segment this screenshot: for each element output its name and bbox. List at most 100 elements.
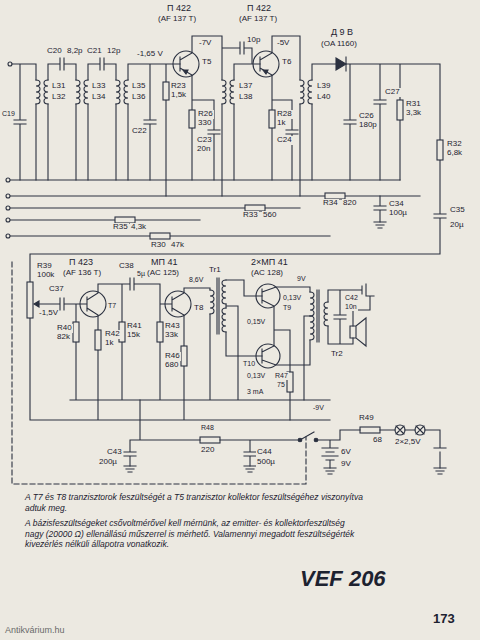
transistor-symbol: [253, 51, 279, 77]
component-label: 500µ: [256, 458, 276, 467]
component-label: МП 41: [150, 258, 178, 268]
component-label: -1,65 V: [136, 50, 164, 59]
emitter-arrow: [263, 70, 268, 74]
component-label: R39: [36, 262, 53, 271]
component-label: 6,8k: [446, 149, 463, 158]
component-label: 0,13V: [246, 372, 266, 380]
component-label: R49: [358, 414, 375, 423]
component-label: R32: [446, 140, 463, 149]
component-label: T10: [242, 360, 256, 368]
component-label: C43: [106, 448, 123, 457]
wire: [262, 284, 374, 420]
component-label: (AC 125): [146, 269, 180, 278]
diagram-title: VEF 206: [300, 566, 386, 592]
transistor-symbol: [80, 291, 106, 317]
component-label: R40: [56, 324, 73, 333]
component-label: -1,5V: [38, 309, 59, 318]
wiper-arrow: [34, 301, 39, 307]
component-label: 12p: [106, 47, 121, 56]
component-label: 1k: [104, 339, 114, 348]
component-label: 180p: [358, 121, 378, 130]
component-label: 10n: [344, 303, 358, 311]
component-label: L40: [316, 93, 331, 102]
component-label: 47k: [170, 241, 185, 250]
component-label: T8: [193, 304, 204, 313]
component-label: C37: [48, 285, 65, 294]
component-label: R26: [197, 110, 214, 119]
note-text: A bázisfeszültségeket csővoltmérővel kel…: [24, 518, 366, 550]
emitter-arrow: [183, 70, 188, 74]
component-label: 2×МП 41: [250, 258, 289, 268]
component-label: (AF 137 T): [238, 15, 278, 24]
component-label: L32: [51, 93, 66, 102]
page-number: 173: [432, 612, 456, 626]
component-label: C27: [384, 88, 401, 97]
component-label: 220: [200, 446, 215, 455]
component-label: R28: [276, 110, 293, 119]
component-label: 3 mA: [246, 388, 264, 396]
component-label: П 422: [166, 4, 192, 14]
component-label: Tr2: [330, 350, 344, 359]
component-label: T6: [281, 58, 292, 67]
lamp-symbol: [395, 425, 425, 435]
component-label: П 422: [246, 4, 272, 14]
component-label: 200µ: [98, 458, 118, 467]
transistor-symbol: [173, 51, 199, 77]
component-label: C38: [118, 262, 135, 271]
watermark: Antikvárium.hu: [4, 626, 66, 636]
component-label: -7V: [198, 39, 212, 48]
component-label: 1,5k: [170, 91, 187, 100]
component-label: 0,15V: [246, 318, 266, 326]
component-label: 5µ: [136, 270, 146, 278]
component-label: 1k: [276, 119, 286, 128]
component-label: -9V: [312, 404, 325, 412]
component-label: 10p: [246, 36, 261, 45]
resistor-symbol: [115, 82, 443, 239]
component-label: (AC 128): [250, 269, 284, 278]
component-label: L36: [131, 93, 146, 102]
wire: [30, 278, 330, 420]
component-label: C21: [86, 47, 103, 56]
wire: [10, 180, 420, 236]
component-label: R33: [242, 211, 259, 220]
component-label: T7: [107, 302, 117, 310]
component-label: 75: [276, 381, 286, 389]
component-label: 33k: [164, 331, 179, 340]
component-label: R41: [126, 322, 143, 331]
terminal: [6, 62, 12, 238]
component-label: -5V: [276, 39, 290, 48]
component-label: R23: [170, 82, 187, 91]
transistor-symbol: [256, 284, 280, 308]
coil-symbol: [36, 80, 312, 104]
diode-symbol: [336, 58, 346, 70]
wire: [124, 400, 446, 468]
component-label: C19: [1, 110, 16, 118]
component-label: 15k: [126, 331, 141, 340]
component-label: 680: [164, 361, 179, 370]
component-label: R47: [274, 372, 289, 380]
component-label: 20n: [196, 145, 211, 154]
component-label: T5: [201, 58, 212, 67]
dashed-link: [12, 262, 306, 484]
component-label: R48: [200, 424, 215, 432]
component-label: 560: [262, 211, 277, 220]
component-label: 100µ: [388, 209, 408, 218]
component-label: Д 9 В: [330, 28, 354, 38]
component-label: R42: [104, 330, 121, 339]
component-label: R30: [150, 241, 167, 250]
component-label: (AF 137 T): [157, 15, 197, 24]
component-label: L34: [91, 93, 106, 102]
component-label: R43: [164, 322, 181, 331]
component-label: 100k: [36, 271, 55, 280]
component-label: 8,2p: [66, 47, 84, 56]
component-label: L39: [316, 82, 331, 91]
note-text: A T7 és T8 tranzisztorok feszültségét a …: [24, 492, 366, 513]
component-label: C23: [196, 136, 213, 145]
component-label: (OA 1160): [320, 40, 358, 49]
component-label: (AF 136 T): [62, 269, 102, 278]
component-label: 9V: [340, 460, 352, 469]
component-label: 2×2,5V: [394, 438, 422, 447]
component-label: Tr1: [208, 266, 222, 275]
component-label: L33: [91, 82, 106, 91]
